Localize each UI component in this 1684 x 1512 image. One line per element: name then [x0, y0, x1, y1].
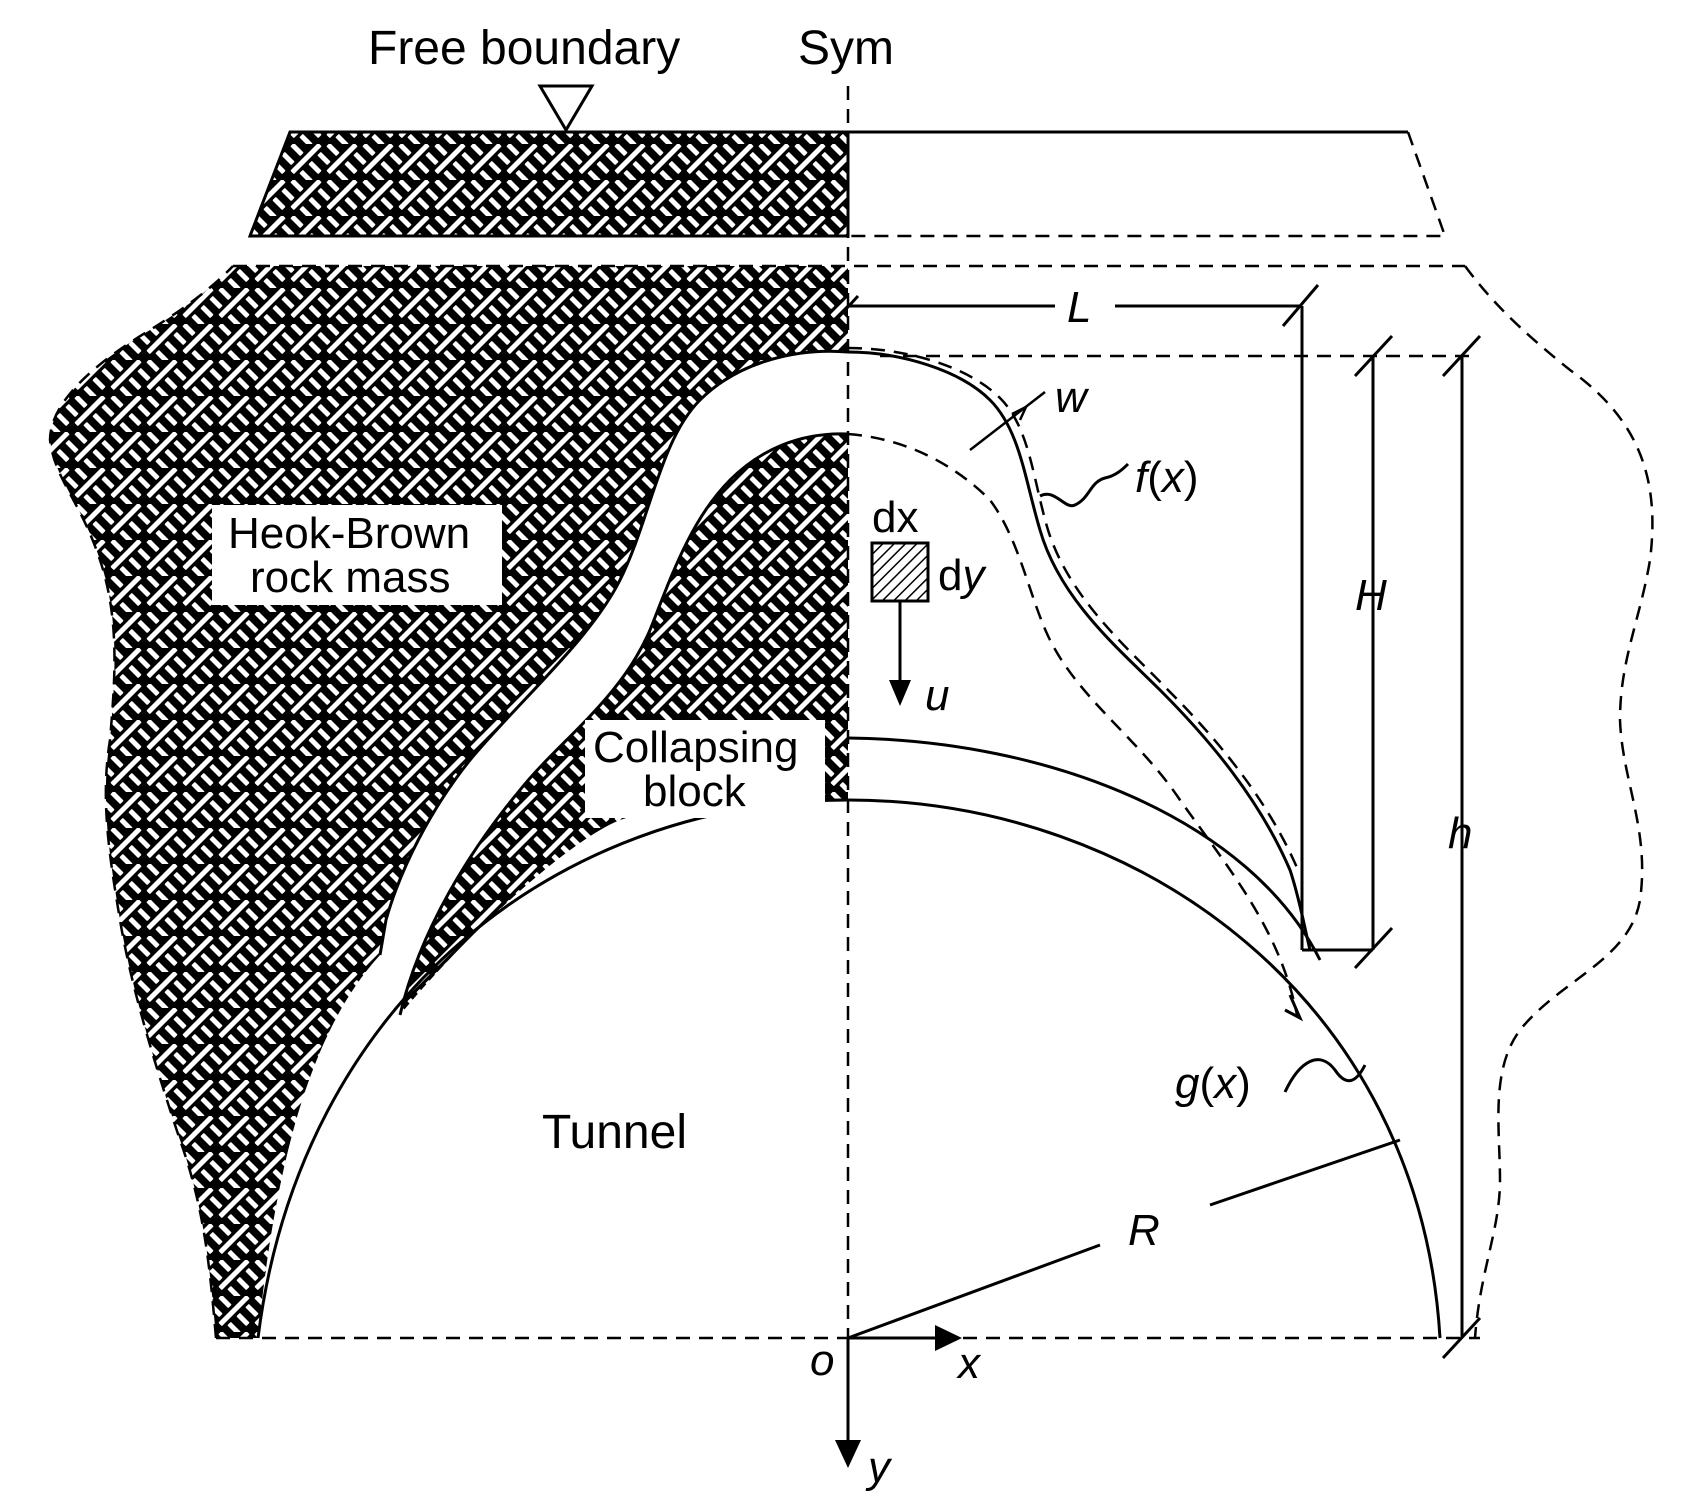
collapsing-block-outline — [847, 432, 1299, 1016]
dim-L-tick-right — [1281, 284, 1320, 327]
dim-h-tick-top — [1441, 334, 1482, 378]
rock-mass-label-line2: rock mass — [250, 553, 450, 602]
h-label: h — [1448, 809, 1472, 858]
dim-H-tick-top — [1353, 334, 1394, 378]
L-label: L — [1067, 283, 1091, 332]
rock-mass-label-bg — [212, 505, 502, 605]
top-strip-right-dashed — [848, 131, 1447, 238]
collapsing-label-line1: Collapsing — [593, 723, 798, 772]
u-label: u — [925, 671, 949, 720]
radius-line-upper — [1209, 1138, 1401, 1207]
x-axis-arrowhead-icon — [935, 1325, 962, 1351]
rock-mass-left-outline — [48, 265, 234, 1339]
sym-label: Sym — [798, 22, 894, 75]
collapsing-block-left-edge — [398, 432, 849, 1016]
free-boundary-label: Free boundary — [368, 22, 680, 75]
fx-leader-squiggle — [1039, 462, 1130, 508]
failure-curve-f-left — [378, 349, 849, 956]
origin-label: o — [810, 1336, 834, 1385]
dim-h-tick-bottom — [1441, 1316, 1482, 1360]
fx-label: f(x) — [1135, 453, 1199, 502]
failure-curve-f — [847, 350, 1312, 951]
rock-mass-right-outline — [1463, 265, 1654, 1339]
gx-label: g(x) — [1175, 1059, 1251, 1108]
y-axis-arrowhead-icon — [835, 1440, 861, 1468]
collapsing-end-arrow-icon — [1284, 994, 1304, 1022]
dx-label: dx — [872, 493, 918, 542]
gx-leader-squiggle — [1283, 1058, 1367, 1093]
y-axis-label: y — [865, 1443, 893, 1492]
failure-curve-offset-dashed — [847, 346, 1300, 871]
w-marker-line — [969, 391, 1046, 451]
dim-L-tick-left — [834, 294, 860, 322]
w-marker-arrow-icon — [1011, 404, 1029, 421]
free-boundary-marker-icon — [537, 84, 595, 133]
tunnel-label: Tunnel — [542, 1106, 687, 1159]
radius-line-lower — [847, 1243, 1101, 1340]
rock-mass-label-line1: Heok-Brown — [228, 509, 470, 558]
w-label: w — [1055, 373, 1090, 422]
H-label: H — [1355, 571, 1387, 620]
top-strip-hatched — [247, 130, 850, 238]
dy-label: dy — [938, 551, 987, 600]
u-arrowhead-icon — [889, 680, 911, 706]
collapsing-label-bg — [585, 720, 825, 818]
collapsing-label-line2: block — [643, 767, 747, 816]
R-label: R — [1128, 1206, 1160, 1255]
x-axis-label: x — [956, 1339, 982, 1388]
differential-element — [870, 541, 930, 603]
tunnel-upper-solid-right — [847, 736, 1322, 961]
dim-H-tick-bottom — [1353, 926, 1394, 970]
